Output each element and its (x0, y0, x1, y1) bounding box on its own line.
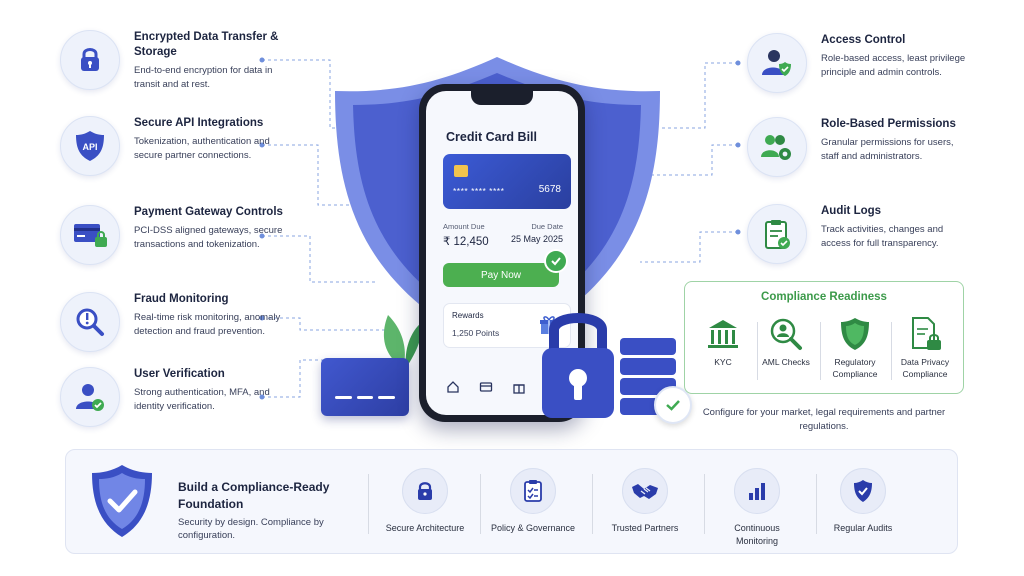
shield-check-icon (92, 465, 152, 537)
api-shield-icon: API (60, 116, 120, 176)
card-last-digits: 5678 (538, 184, 561, 195)
card-illustration (321, 358, 409, 416)
screen-title: Credit Card Bill (446, 130, 537, 144)
amount-due-value: ₹ 12,450 (443, 236, 489, 248)
compliance-item-regulatory: Regulatory Compliance (821, 316, 889, 380)
feature-title: Audit Logs (821, 205, 882, 217)
shield-check-icon (840, 468, 886, 514)
amount-due-label: Amount Due (443, 222, 485, 231)
compliance-title: Compliance Readiness (761, 291, 887, 303)
feature-title: Encrypted Data Transfer & Storage (134, 31, 279, 58)
user-check-icon (60, 367, 120, 427)
rewards-label: Rewards (452, 311, 484, 320)
card-tab-icon[interactable] (479, 380, 493, 394)
clipboard-icon (510, 468, 556, 514)
check-icon (544, 249, 568, 273)
compliance-label: KYC (714, 357, 732, 367)
server-stack-illustration (620, 338, 676, 418)
feature-title: Access Control (821, 34, 906, 46)
gift-tab-icon[interactable] (512, 380, 526, 394)
feature-description: End-to-end encryption for data in transi… (134, 65, 273, 90)
rewards-points: 1,250 Points (452, 328, 500, 338)
foundation-item-continuous-monitoring: Continuous Monitoring (712, 468, 802, 547)
bank-icon (689, 316, 757, 352)
feature-description: Tokenization, authentication and secure … (134, 136, 270, 161)
compliance-item-data-privacy: Data Privacy Compliance (891, 316, 959, 380)
compliance-label: AML Checks (762, 357, 810, 367)
handshake-icon (622, 468, 668, 514)
foundation-label: Trusted Partners (611, 523, 679, 533)
feature-title: User Verification (134, 368, 225, 380)
document-lock-icon (891, 316, 959, 352)
foundation-item-regular-audits: Regular Audits (818, 468, 908, 535)
foundation-item-secure-architecture: Secure Architecture (380, 468, 470, 535)
compliance-caption: Configure for your market, legal require… (702, 407, 946, 432)
clipboard-check-icon (747, 204, 807, 264)
foundation-label: Continuous Monitoring (734, 523, 780, 546)
pay-now-button[interactable]: Pay Now (443, 263, 559, 287)
check-icon (654, 386, 692, 424)
user-shield-icon (747, 33, 807, 93)
card-lock-icon (60, 205, 120, 265)
card-number-mask: **** **** **** (453, 186, 505, 196)
foundation-panel: Build a Compliance-Ready Foundation Secu… (65, 449, 958, 554)
due-date-label: Due Date (531, 222, 563, 231)
lock-icon (60, 30, 120, 90)
feature-description: Strong authentication, MFA, and identity… (134, 387, 270, 412)
feature-description: Track activities, changes and access for… (821, 224, 944, 249)
feature-description: Granular permissions for users, staff an… (821, 137, 954, 162)
feature-title: Fraud Monitoring (134, 293, 229, 305)
feature-description: Real-time risk monitoring, anomaly detec… (134, 312, 281, 337)
foundation-title: Build a Compliance-Ready Foundation (178, 480, 330, 511)
search-user-icon (752, 316, 820, 352)
compliance-label: Regulatory Compliance (832, 357, 878, 379)
compliance-readiness-panel: Compliance Readiness KYC AML Checks Regu… (684, 281, 964, 394)
compliance-label: Data Privacy Compliance (900, 357, 950, 379)
home-icon[interactable] (446, 380, 460, 394)
shield-check-icon (821, 316, 889, 352)
leaves-decoration (383, 315, 423, 368)
users-gear-icon (747, 117, 807, 177)
foundation-subtitle: Security by design. Compliance by config… (178, 517, 324, 541)
compliance-item-kyc: KYC (689, 316, 757, 368)
lock-icon (402, 468, 448, 514)
foundation-label: Secure Architecture (385, 523, 465, 533)
compliance-item-aml: AML Checks (752, 316, 820, 368)
padlock-illustration (542, 313, 614, 418)
feature-title: Payment Gateway Controls (134, 206, 283, 218)
foundation-label: Policy & Governance (490, 523, 576, 533)
credit-card[interactable]: **** **** **** 5678 (443, 154, 571, 209)
feature-description: Role-based access, least privilege princ… (821, 53, 966, 78)
foundation-item-policy-governance: Policy & Governance (488, 468, 578, 535)
magnifier-alert-icon (60, 292, 120, 352)
feature-title: Role-Based Permissions (821, 118, 956, 130)
due-date-value: 25 May 2025 (510, 234, 563, 244)
foundation-item-trusted-partners: Trusted Partners (600, 468, 690, 535)
foundation-label: Regular Audits (833, 523, 893, 533)
phone-notch (471, 91, 533, 105)
card-chip (454, 165, 468, 177)
bar-chart-icon (734, 468, 780, 514)
svg-text:API: API (82, 142, 97, 152)
feature-description: PCI-DSS aligned gateways, secure transac… (134, 225, 283, 250)
feature-title: Secure API Integrations (134, 117, 264, 129)
gift-icon (538, 314, 560, 336)
